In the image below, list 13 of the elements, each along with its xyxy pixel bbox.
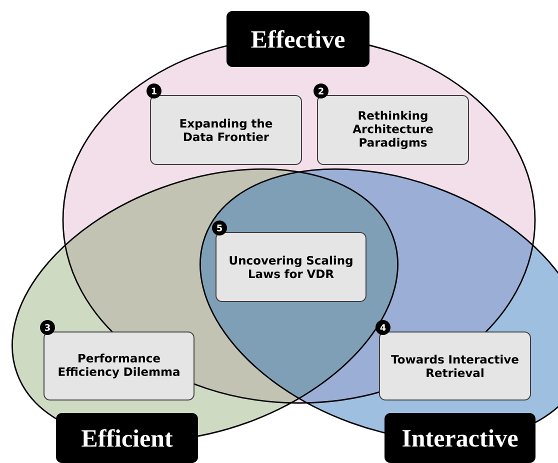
topic-box: Performance Efficiency Dilemma [44, 332, 194, 400]
number-badge: 1 [146, 84, 162, 98]
topic-box: Uncovering Scaling Laws for VDR [216, 232, 366, 302]
number-badge: 3 [40, 320, 55, 335]
category-label: Effective [226, 11, 370, 67]
number-badge: 4 [376, 320, 390, 335]
topic-box: Expanding the Data Frontier [150, 95, 302, 165]
category-label: Efficient [56, 413, 198, 463]
number-badge: 2 [314, 84, 328, 98]
topic-box: Towards Interactive Retrieval [379, 332, 531, 400]
category-label: Interactive [384, 413, 536, 463]
number-badge: 5 [212, 220, 227, 236]
topic-box: Rethinking Architecture Paradigms [317, 95, 469, 165]
